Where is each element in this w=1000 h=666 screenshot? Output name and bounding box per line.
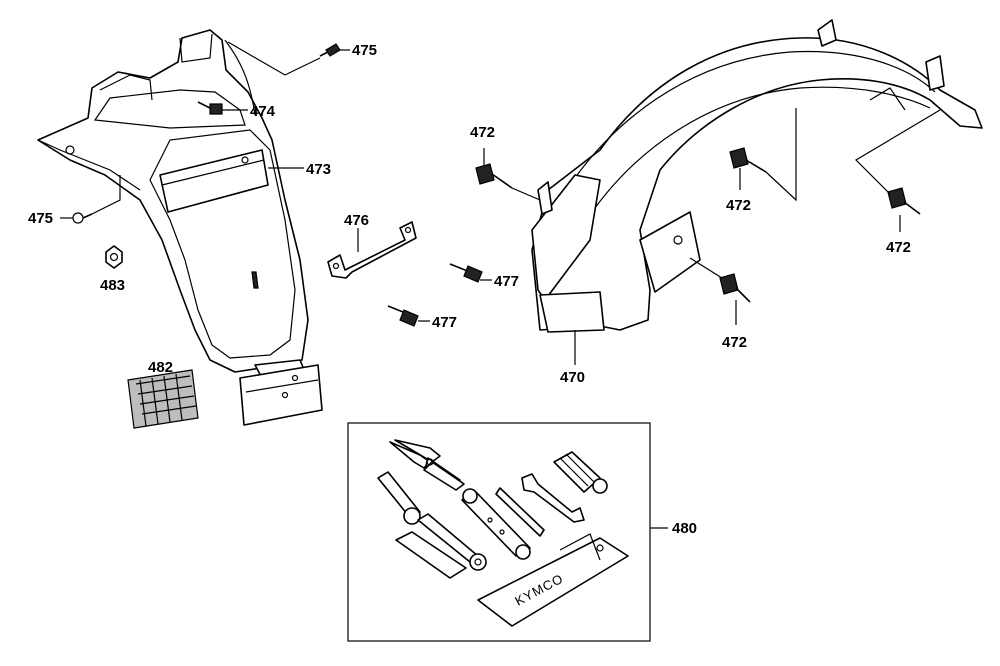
rear-mudguard	[37, 29, 323, 426]
screw-474	[197, 101, 223, 115]
label-483: 483	[100, 277, 125, 294]
bracket-476	[327, 221, 417, 279]
flat-blade-icon	[395, 531, 467, 579]
pin-475-left	[72, 212, 93, 224]
bolt-472-c	[887, 187, 921, 215]
wrench-bar-icon	[417, 513, 487, 571]
open-spanner-icon	[521, 473, 585, 523]
label-472-c: 472	[886, 239, 911, 256]
label-475-left: 475	[28, 210, 53, 227]
label-473: 473	[306, 161, 331, 178]
label-477-upper: 477	[494, 273, 519, 290]
box-spanner-icon	[377, 471, 421, 525]
bolt-472-a	[475, 163, 513, 189]
nut-483	[105, 245, 123, 269]
inner-fender-470	[531, 19, 983, 333]
label-477-lower: 477	[432, 314, 457, 331]
bolt-477-upper	[449, 263, 483, 283]
label-470: 470	[560, 369, 585, 386]
label-474: 474	[250, 103, 276, 120]
screw-475-top	[319, 43, 341, 57]
label-482: 482	[148, 359, 173, 376]
label-480: 480	[672, 520, 697, 537]
pliers-icon	[389, 439, 465, 491]
toolkit-480: KYMCO	[347, 422, 651, 642]
label-475-top: 475	[352, 42, 377, 59]
label-472-d: 472	[722, 334, 747, 351]
socket-spanner-icon	[461, 488, 531, 560]
bolt-472-d	[719, 273, 751, 303]
label-472-b: 472	[726, 197, 751, 214]
tool-pouch: KYMCO	[477, 533, 629, 627]
label-476: 476	[344, 212, 369, 229]
label-472-a: 472	[470, 124, 495, 141]
bolt-472-b	[729, 147, 767, 173]
bolt-477-lower	[387, 305, 419, 327]
screwdriver-icon	[495, 451, 608, 537]
reflector-482	[127, 369, 199, 429]
